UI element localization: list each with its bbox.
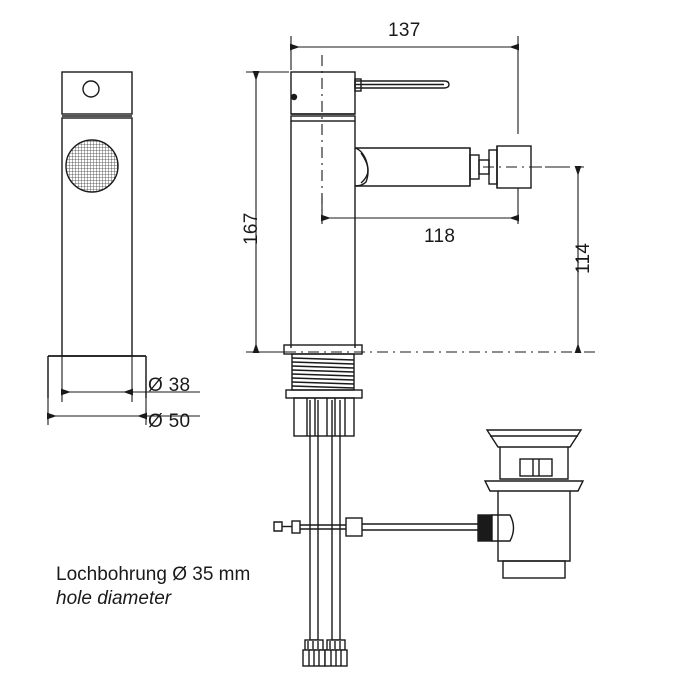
side-elevation-view [47, 71, 147, 398]
side-cartridge-head [61, 71, 133, 115]
dim-label-114: 114 [573, 242, 594, 274]
spout [354, 147, 498, 187]
supply-hoses [309, 400, 341, 641]
dim-label-167: 167 [241, 212, 262, 245]
lever-handle [354, 78, 450, 92]
cartridge-head [290, 71, 356, 122]
mounting-nut [285, 389, 363, 437]
dim-114 [533, 166, 585, 353]
note-hole-diameter-de: Lochbohrung Ø 35 mm [56, 564, 251, 585]
side-aerator-mesh [65, 139, 119, 193]
dim-d50 [47, 356, 200, 425]
body-column [290, 121, 356, 348]
threaded-shank [291, 353, 355, 391]
dim-label-d50: Ø 50 [148, 411, 191, 432]
base-flange [283, 344, 363, 355]
dim-label-137: 137 [388, 20, 421, 41]
dim-d38 [61, 356, 200, 402]
pop-up-waste [477, 429, 585, 579]
hose-connectors [302, 639, 348, 667]
dim-118 [321, 188, 519, 224]
lift-rod [273, 517, 482, 537]
dim-label-d38: Ø 38 [148, 375, 191, 396]
front-elevation-view [262, 55, 600, 667]
dim-137 [290, 36, 519, 134]
dim-167 [246, 71, 289, 353]
dim-label-118: 118 [424, 226, 456, 247]
note-hole-diameter-en: hole diameter [56, 588, 172, 609]
